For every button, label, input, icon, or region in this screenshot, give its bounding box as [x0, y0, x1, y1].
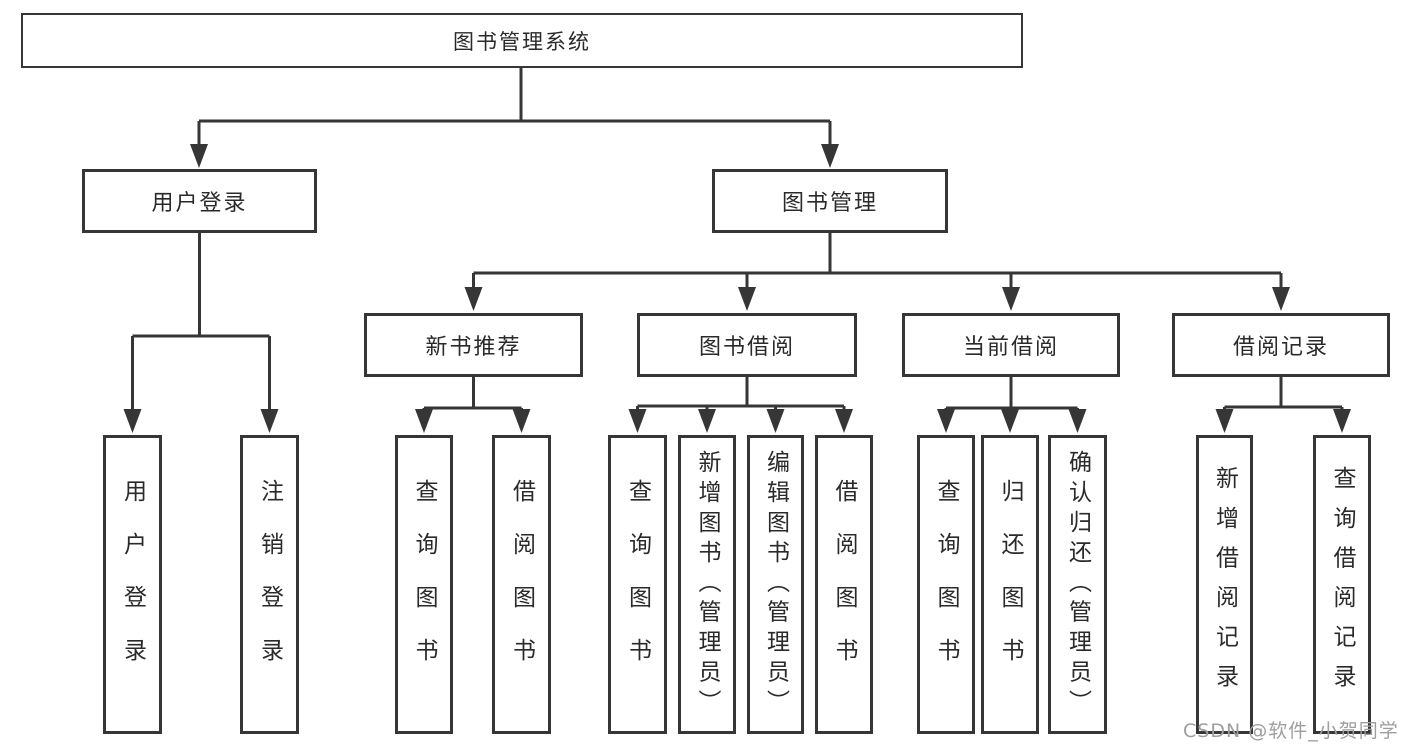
- leaf-confirm-return-admin: 确认归还（管理员）: [1048, 435, 1107, 734]
- arrowhead-group: [123, 144, 1351, 433]
- leaf-user-login-label: 用户登录: [119, 478, 146, 691]
- arrow-down-icon: [415, 409, 433, 433]
- leaf-edit-book-admin-label: 编辑图书（管理员）: [762, 449, 789, 720]
- arrow-down-icon: [190, 144, 208, 168]
- node-current-borrow-label: 当前借阅: [962, 335, 1059, 360]
- branch-root: [197, 68, 832, 150]
- node-current-borrow: 当前借阅: [902, 313, 1120, 377]
- arrow-down-icon: [1215, 409, 1234, 433]
- leaf-user-login: 用户登录: [103, 435, 162, 734]
- arrow-down-icon: [1333, 409, 1351, 433]
- arrow-down-icon: [628, 409, 647, 433]
- branch-user-login: [131, 233, 271, 414]
- node-book-borrow: 图书借阅: [637, 313, 857, 377]
- arrow-down-icon: [123, 409, 142, 433]
- leaf-add-borrow-record-label: 新增借阅记录: [1211, 465, 1238, 704]
- node-new-book-recommend-label: 新书推荐: [425, 335, 522, 360]
- arrow-down-icon: [512, 409, 531, 433]
- leaf-query-books-borrow-label: 查询图书: [624, 478, 651, 691]
- arrow-down-icon: [260, 409, 279, 433]
- leaf-edit-book-admin: 编辑图书（管理员）: [747, 435, 804, 734]
- leaf-query-borrow-record: 查询借阅记录: [1313, 435, 1371, 734]
- branch-borrow-records: [1223, 377, 1344, 417]
- node-borrow-records: 借阅记录: [1172, 313, 1390, 377]
- arrow-down-icon: [698, 409, 716, 433]
- branch-new-book-recommend: [422, 377, 523, 417]
- leaf-query-books-current-label: 查询图书: [933, 478, 959, 691]
- leaf-query-borrow-record-label: 查询借阅记录: [1329, 465, 1355, 704]
- arrow-down-icon: [1001, 409, 1019, 433]
- arrow-down-icon: [1002, 287, 1020, 311]
- leaf-return-book: 归还图书: [981, 435, 1039, 734]
- node-book-management-label: 图书管理: [781, 191, 878, 216]
- branch-book-borrow: [636, 377, 846, 417]
- node-root: 图书管理系统: [21, 13, 1023, 68]
- leaf-query-books-borrow: 查询图书: [608, 435, 667, 734]
- node-user-login-label: 用户登录: [151, 191, 248, 216]
- leaf-logout: 注销登录: [240, 435, 299, 734]
- node-user-login: 用户登录: [82, 169, 317, 233]
- arrow-down-icon: [821, 144, 839, 168]
- leaf-borrow-books-recommend-label: 借阅图书: [508, 478, 535, 691]
- arrow-down-icon: [937, 409, 955, 433]
- leaf-add-book-admin: 新增图书（管理员）: [678, 435, 736, 734]
- leaf-return-book-label: 归还图书: [997, 478, 1023, 691]
- node-book-borrow-label: 图书借阅: [698, 335, 795, 360]
- leaf-query-books-current: 查询图书: [917, 435, 975, 734]
- branch-book-management: [472, 232, 1283, 292]
- arrow-down-icon: [738, 287, 756, 311]
- leaf-add-borrow-record: 新增借阅记录: [1196, 435, 1253, 734]
- node-new-book-recommend: 新书推荐: [364, 313, 583, 377]
- arrow-down-icon: [766, 409, 785, 433]
- arrow-down-icon: [464, 287, 483, 311]
- arrow-down-icon: [835, 409, 853, 433]
- leaf-confirm-return-admin-label: 确认归还（管理员）: [1064, 449, 1091, 720]
- leaf-query-books-recommend: 查询图书: [395, 435, 453, 734]
- leaf-borrow-books-borrow-label: 借阅图书: [831, 478, 857, 691]
- node-root-label: 图书管理系统: [453, 29, 591, 54]
- leaf-borrow-books-recommend: 借阅图书: [492, 435, 551, 734]
- arrow-down-icon: [1068, 409, 1087, 433]
- leaf-logout-label: 注销登录: [256, 478, 283, 691]
- leaf-borrow-books-borrow: 借阅图书: [815, 435, 873, 734]
- node-book-management: 图书管理: [712, 169, 948, 233]
- arrow-down-icon: [1272, 287, 1290, 311]
- node-borrow-records-label: 借阅记录: [1232, 335, 1329, 360]
- leaf-add-book-admin-label: 新增图书（管理员）: [694, 449, 720, 720]
- leaf-query-books-recommend-label: 查询图书: [411, 478, 437, 691]
- watermark: CSDN @软件_小贺同学: [1183, 720, 1399, 742]
